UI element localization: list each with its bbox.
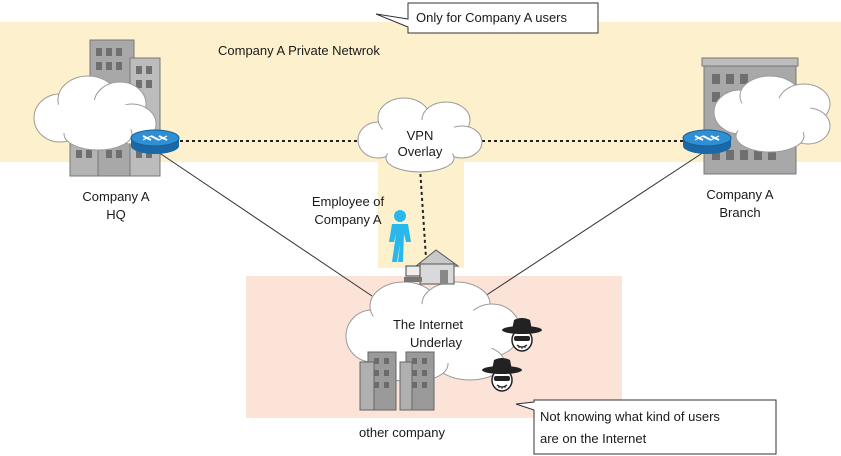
branch-router-icon [682,129,732,154]
vpn-label-line2: Overlay [397,144,443,159]
bottom-callout-text-line2: are on the Internet [540,431,647,446]
employee-label-line1: Employee of [311,194,385,209]
bottom-callout-box [515,399,777,455]
top-callout-box [375,2,599,34]
employee-zone [378,160,464,268]
home-office-icon [404,249,460,285]
underlay-link-branch [481,151,705,299]
hq-label-line2: HQ [106,207,126,222]
employee-label-line2: Company A [314,212,382,227]
employee-icon [389,210,411,262]
internet-label-line2: Underlay [409,335,463,350]
other-company-label: other company [359,425,445,440]
hq-label-line1: Company A [82,189,150,204]
branch-label-line2: Branch [719,205,761,220]
hq-router-icon [130,129,180,154]
private-network-label: Company A Private Netwrok [218,43,380,58]
internet-label-line1: The Internet [392,317,464,332]
branch-label-line1: Company A [706,187,774,202]
other-company-buildings-icon [359,351,435,411]
vpn-label-line1: VPN [406,128,434,143]
top-callout-text: Only for Company A users [416,10,568,25]
underlay-link-hq [157,151,373,297]
bottom-callout-text-line1: Not knowing what kind of users [540,409,720,424]
